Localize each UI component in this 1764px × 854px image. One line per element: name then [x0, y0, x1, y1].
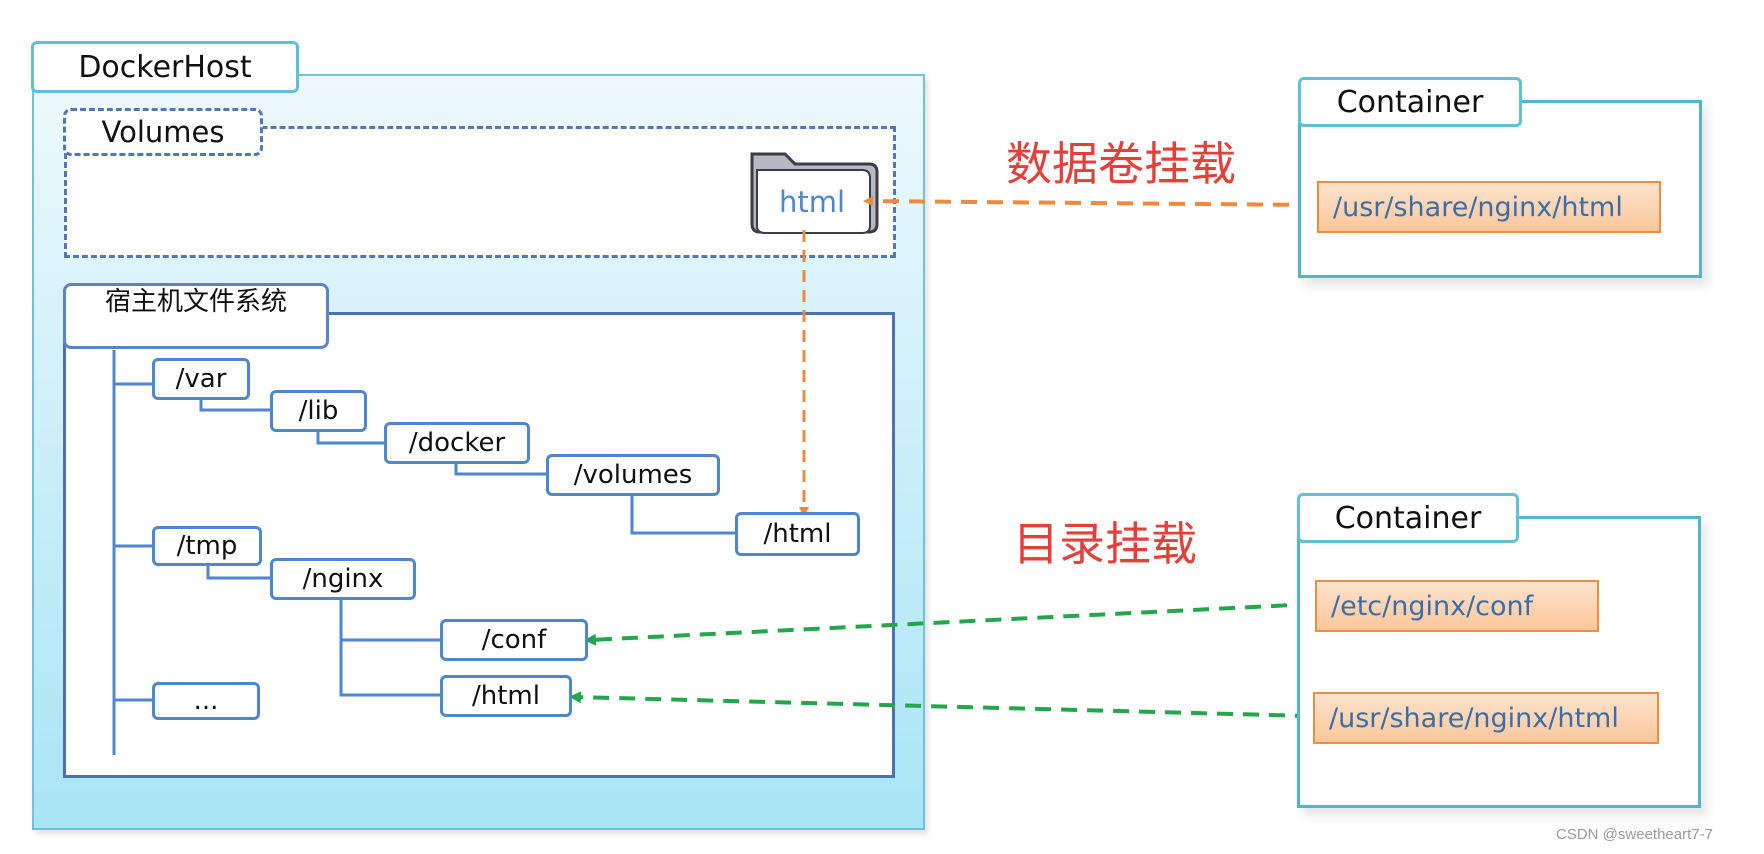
container-2 [1297, 516, 1701, 808]
tree-node-nginx-html: /html [440, 675, 572, 717]
tree-lines [112, 350, 735, 755]
container-1-tab: Container [1298, 77, 1522, 127]
container-2-tab: Container [1297, 493, 1519, 543]
docker-host-tab: DockerHost [31, 41, 299, 93]
container-1-path-html: /usr/share/nginx/html [1317, 181, 1661, 233]
tree-node-lib: /lib [270, 390, 367, 432]
host-filesystem-tab: 宿主机文件系统 [63, 283, 329, 349]
folder-icon [750, 152, 879, 234]
tree-node-ellipsis: ... [152, 682, 260, 720]
tree-node-var: /var [152, 358, 250, 400]
tree-node-volumes-html: /html [735, 512, 860, 556]
volume-mount-arrow [863, 196, 1316, 207]
volume-mount-label: 数据卷挂载 [1006, 137, 1236, 191]
directory-mount-label: 目录挂载 [1013, 517, 1197, 571]
container-2-path-conf: /etc/nginx/conf [1315, 580, 1599, 632]
volumes-tab: Volumes [63, 108, 263, 156]
tree-node-nginx: /nginx [270, 558, 416, 600]
tree-node-docker: /docker [384, 422, 530, 464]
tree-node-tmp: /tmp [152, 526, 262, 566]
tree-node-volumes: /volumes [546, 454, 720, 496]
tree-node-conf: /conf [440, 619, 588, 661]
conf-mount-arrow [584, 602, 1314, 646]
html-mount-arrow [569, 691, 1312, 718]
volume-folder-label: html [778, 185, 846, 219]
container-2-path-html: /usr/share/nginx/html [1313, 692, 1659, 744]
credit-watermark: CSDN @sweetheart7-7 [1556, 826, 1713, 843]
